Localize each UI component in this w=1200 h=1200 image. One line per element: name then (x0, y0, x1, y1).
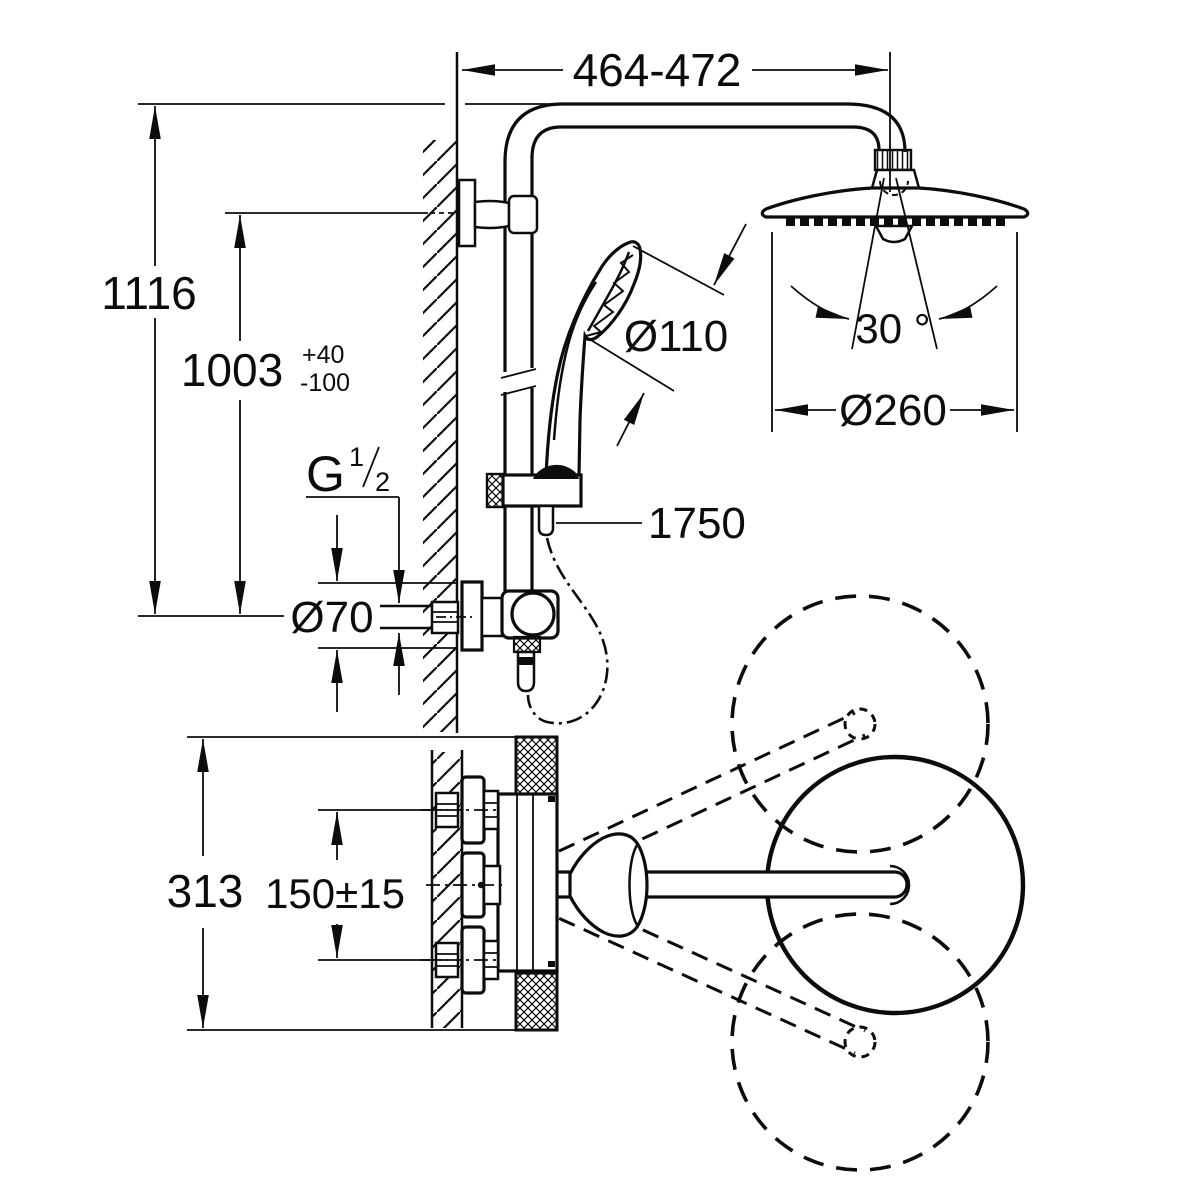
dim-headshower-height: 1003 +40 -100 (181, 212, 456, 614)
swivel-arm-up (509, 707, 877, 898)
swivel-arm-down (509, 872, 877, 1059)
label-arm-projection: 464-472 (573, 44, 742, 96)
head-shower (760, 148, 1030, 244)
dim-connection-distance: 150±15 (265, 809, 448, 961)
centre-outlet (873, 224, 915, 244)
label-thread-g: G (306, 446, 345, 502)
dim-handshower: Ø110 (585, 223, 747, 447)
holder-lip (533, 464, 579, 479)
dim-headshower-diameter: Ø260 (771, 232, 1018, 435)
label-thread-den: 2 (375, 467, 390, 497)
arm-ball-end (889, 864, 911, 906)
wall-section-plan (430, 750, 464, 1028)
handshower-plan (568, 832, 649, 938)
label-tolerance-upper: +40 (302, 341, 344, 369)
hand-shower-holder (485, 464, 583, 537)
hand-shower-grip-line (552, 281, 598, 441)
label-thread-num: 1 (349, 442, 364, 472)
thermostat-side (380, 580, 560, 693)
dim-overall-height: 1116 (101, 103, 560, 614)
plan-view (420, 594, 1026, 1172)
dim-hose-length: 1750 (556, 499, 746, 548)
label-escutcheon-diameter: Ø70 (290, 593, 373, 642)
escutcheon-top (514, 735, 559, 796)
headshower-swivel-down-circle (730, 912, 990, 1172)
spray-face-zigzag (585, 254, 634, 337)
headshower-swivel-up-circle (730, 594, 990, 854)
label-valve-width: 313 (167, 865, 244, 917)
shower-arm-plan (505, 870, 909, 899)
dim-arm-projection: 464-472 (462, 44, 891, 192)
handshower-plan-mouth (628, 844, 639, 926)
wall-bracket (457, 178, 539, 248)
label-headshower-height: 1003 (181, 344, 283, 396)
arm-union-nut (873, 148, 913, 172)
head-body (760, 186, 1030, 219)
ball-joint-hidden (879, 180, 909, 196)
hose-connector (537, 504, 555, 537)
label-overall-height: 1116 (101, 267, 197, 319)
pipe-break (500, 368, 537, 396)
spray-face-inner (586, 251, 631, 332)
label-connection-distance: 150±15 (265, 870, 405, 917)
label-handshower-diameter: Ø110 (624, 312, 728, 361)
spray-cone (790, 177, 998, 350)
dim-thread: G 1 2 (306, 442, 405, 695)
shower-hose (526, 537, 609, 725)
label-spray-angle: 30 ° (855, 305, 930, 352)
dimensions: 464-472 1116 1003 +40 -100 G 1 (101, 44, 1018, 1031)
centre-dot (477, 881, 485, 889)
side-view (380, 52, 1030, 733)
label-hose-length: 1750 (648, 499, 746, 548)
dim-valve-width: 313 (167, 736, 556, 1031)
label-tolerance-lower: -100 (300, 369, 350, 397)
escutcheon-bottom (514, 971, 559, 1032)
label-headshower-diameter: Ø260 (839, 386, 947, 435)
hose-nut (512, 635, 542, 654)
dim-escutcheon: Ø70 (290, 515, 456, 712)
holder-knob (485, 472, 505, 509)
valve-knob (510, 591, 556, 637)
